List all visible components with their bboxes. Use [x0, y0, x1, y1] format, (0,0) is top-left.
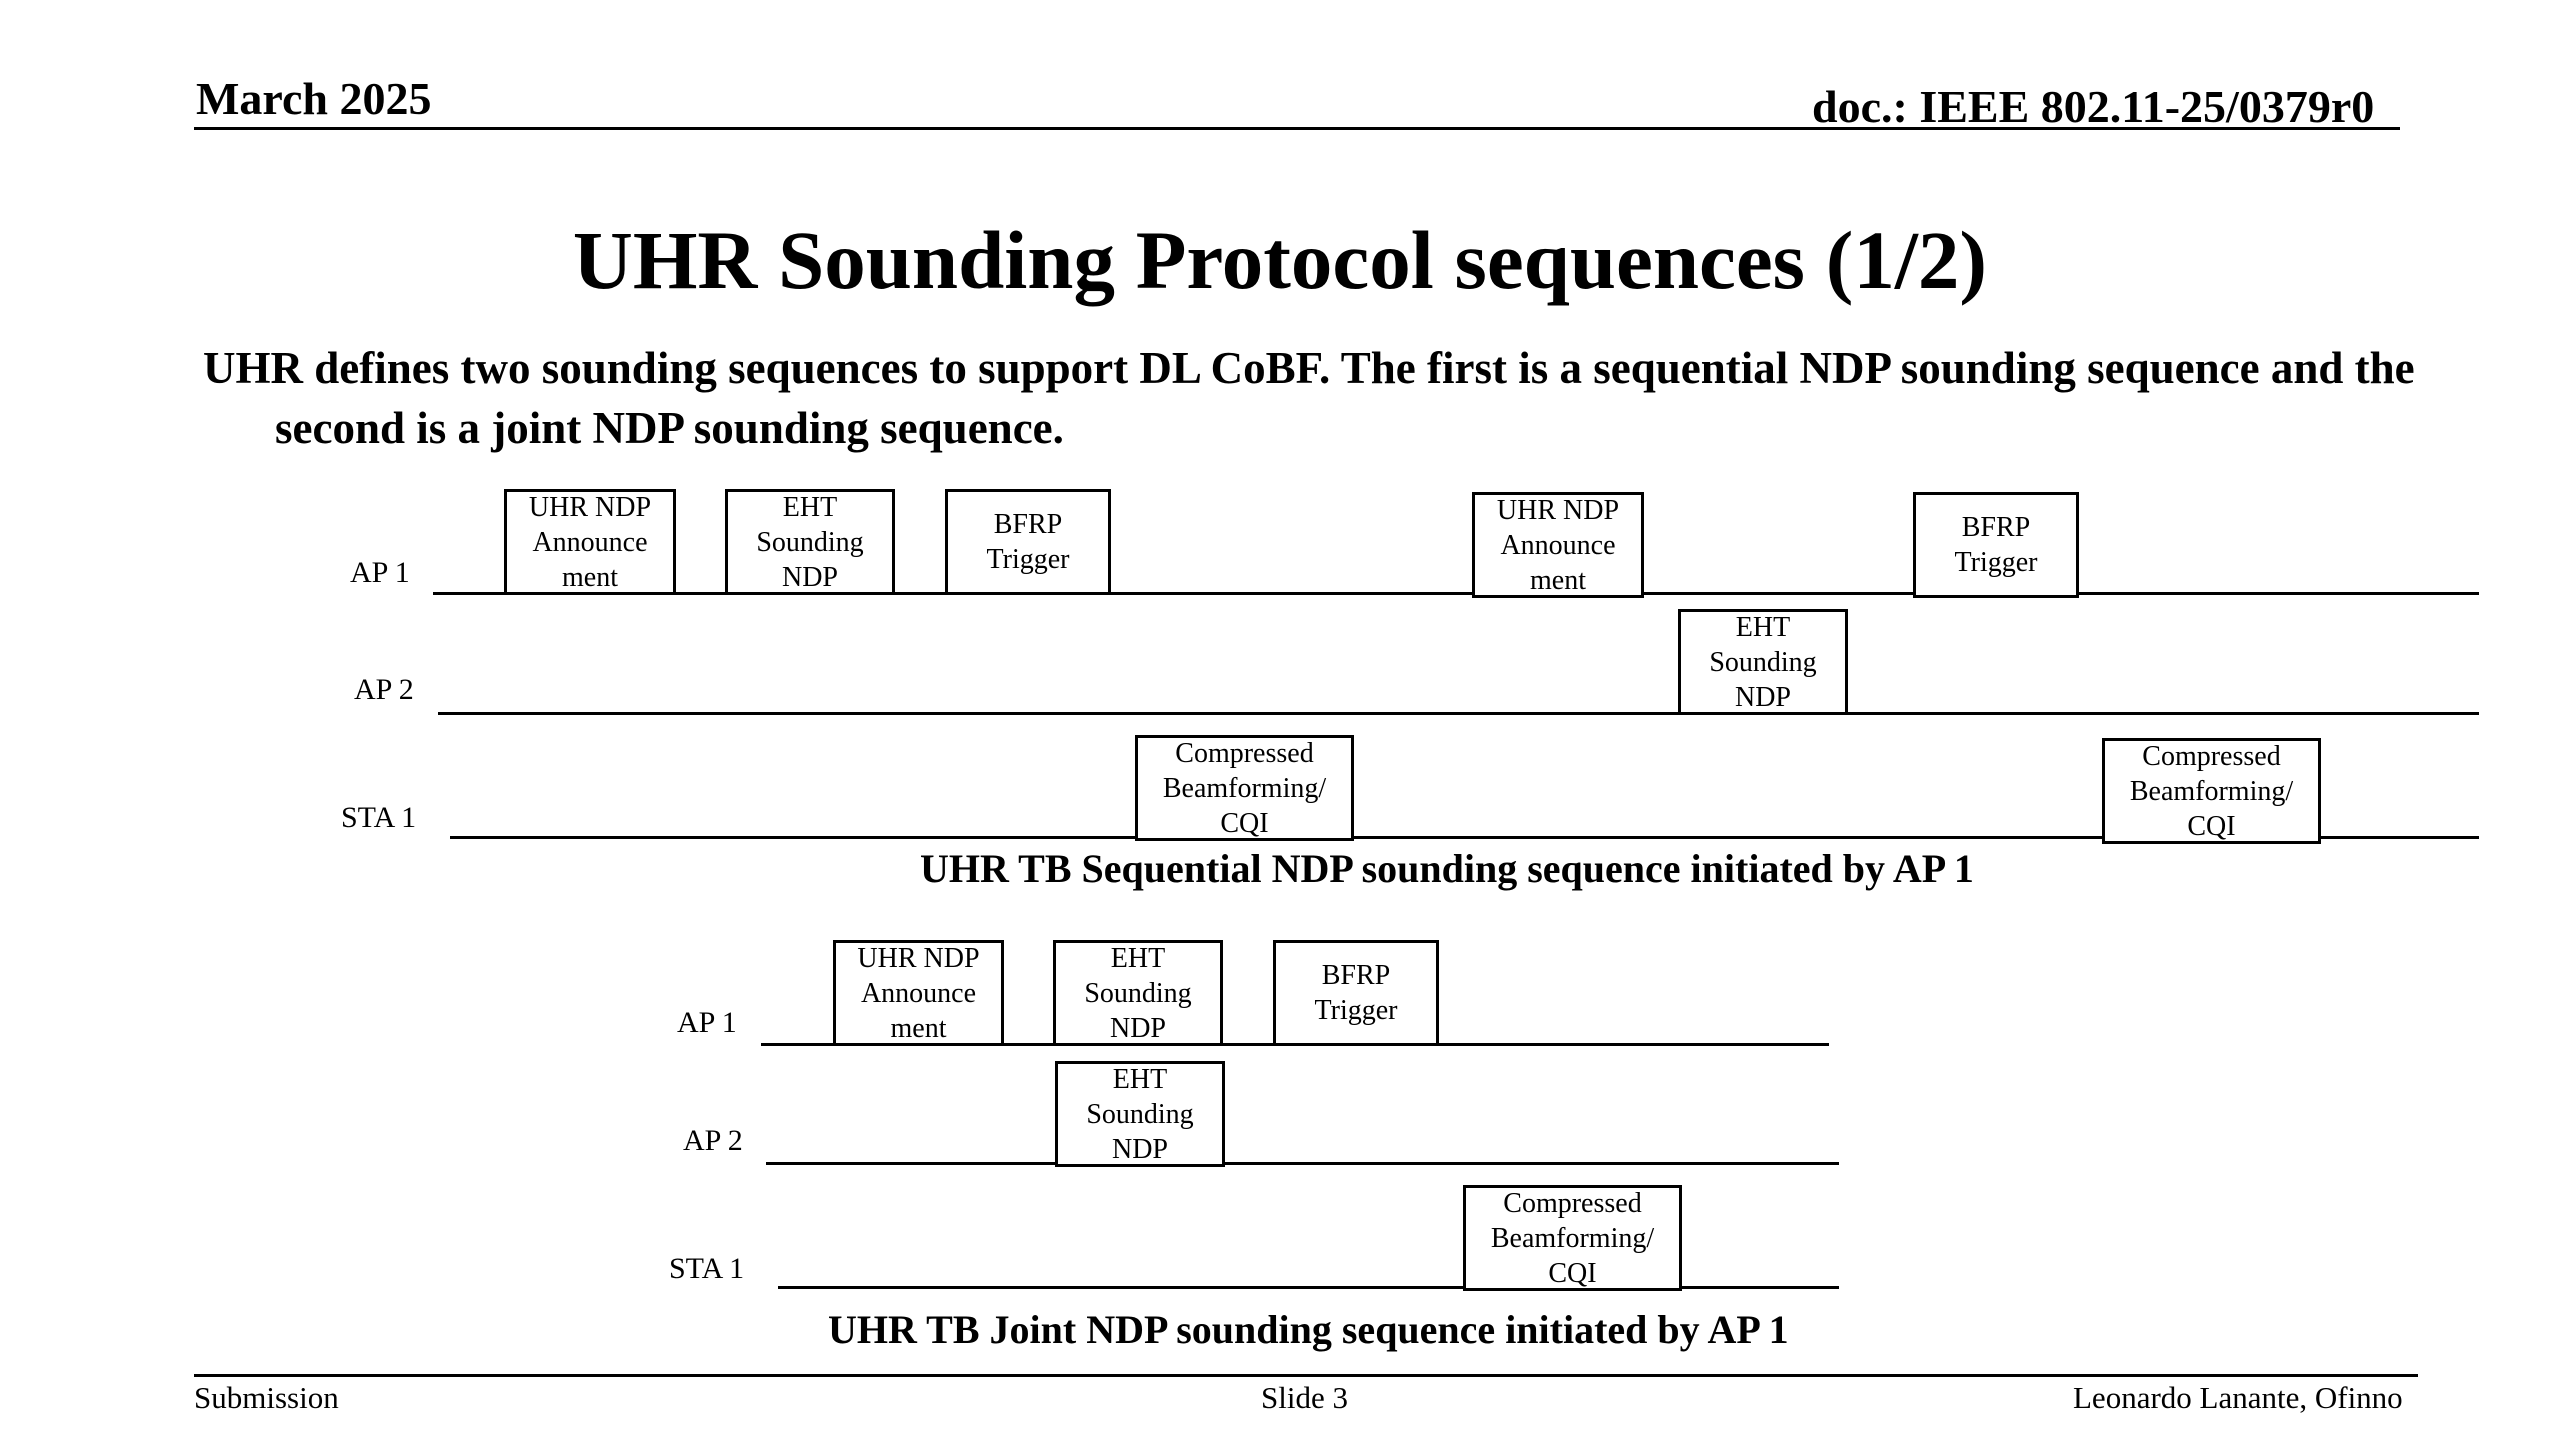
seq-sta1-label: STA 1 — [341, 801, 417, 834]
seq-sta1-timeline — [450, 836, 2479, 839]
joint-ap2-timeline — [766, 1162, 1839, 1165]
footer-rule — [194, 1374, 2418, 1377]
seq-sta1-cbf-frame: Compressed Beamforming/ CQI — [1135, 735, 1354, 841]
header-rule — [194, 127, 2400, 130]
seq-ap1-bfrp-trigger-frame: BFRP Trigger — [945, 489, 1111, 595]
joint-diagram-caption: UHR TB Joint NDP sounding sequence initi… — [828, 1307, 1789, 1352]
joint-ap1-ndpa-frame: UHR NDP Announce ment — [833, 940, 1004, 1046]
seq-sta1-cbf-frame-2: Compressed Beamforming/ CQI — [2102, 738, 2321, 844]
footer-author: Leonardo Lanante, Ofinno — [2073, 1380, 2403, 1415]
joint-ap2-label: AP 2 — [683, 1124, 743, 1157]
joint-sta1-label: STA 1 — [669, 1252, 745, 1285]
header-date: March 2025 — [196, 73, 432, 124]
seq-ap1-timeline — [433, 592, 2479, 595]
footer-slide-number: Slide 3 — [1261, 1380, 1348, 1415]
joint-ap1-label: AP 1 — [677, 1006, 737, 1039]
joint-sta1-cbf-frame: Compressed Beamforming/ CQI — [1463, 1185, 1682, 1291]
seq-ap1-label: AP 1 — [350, 556, 410, 589]
slide-title: UHR Sounding Protocol sequences (1/2) — [572, 214, 1988, 306]
seq-ap1-eht-ndp-frame: EHT Sounding NDP — [725, 489, 895, 595]
seq-ap1-bfrp-trigger-frame-2: BFRP Trigger — [1913, 492, 2079, 598]
seq-diagram-caption: UHR TB Sequential NDP sounding sequence … — [920, 846, 1974, 891]
seq-ap1-ndpa-frame-2: UHR NDP Announce ment — [1472, 492, 1644, 598]
footer-submission: Submission — [194, 1380, 339, 1415]
seq-ap2-timeline — [438, 712, 2479, 715]
joint-sta1-timeline — [778, 1286, 1839, 1289]
seq-ap1-ndpa-frame: UHR NDP Announce ment — [504, 489, 676, 595]
seq-ap2-eht-ndp-frame: EHT Sounding NDP — [1678, 609, 1848, 715]
slide-intro-text: UHR defines two sounding sequences to su… — [203, 343, 2415, 453]
seq-ap2-label: AP 2 — [354, 673, 414, 706]
header-doc-id: doc.: IEEE 802.11-25/0379r0 — [1812, 81, 2375, 132]
joint-ap2-eht-ndp-frame: EHT Sounding NDP — [1055, 1061, 1225, 1167]
joint-ap1-bfrp-trigger-frame: BFRP Trigger — [1273, 940, 1439, 1046]
joint-ap1-eht-ndp-frame: EHT Sounding NDP — [1053, 940, 1223, 1046]
